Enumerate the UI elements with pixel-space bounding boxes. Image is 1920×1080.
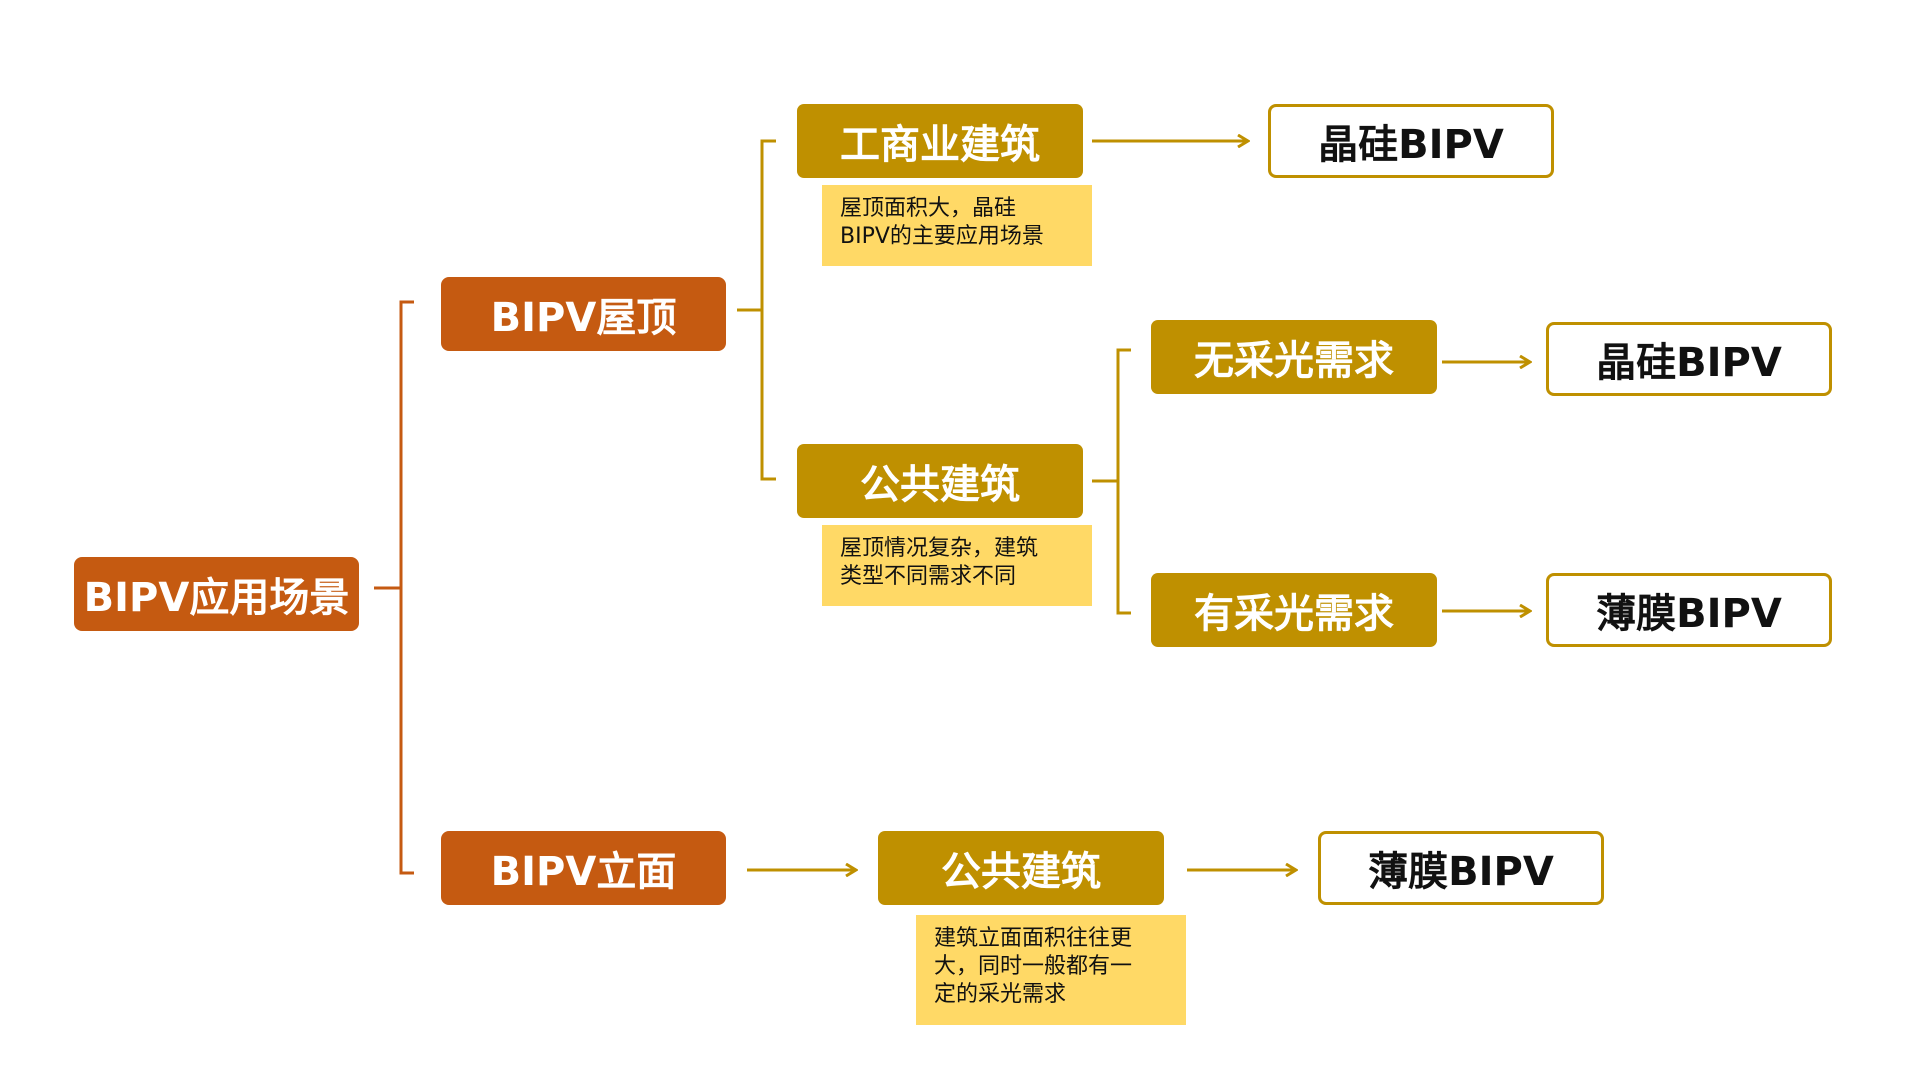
commercial-note-line-2: BIPV的主要应用场景 (840, 224, 1044, 249)
facade-note-line-2: 大，同时一般都有一 (934, 954, 1133, 979)
commercial-note: 屋顶面积大，晶硅 BIPV的主要应用场景 (822, 185, 1092, 266)
root-node: BIPV应用场景 (74, 557, 359, 631)
public-building-node: 公共建筑 (797, 444, 1083, 518)
result-thin-film-light: 薄膜BIPV (1546, 573, 1832, 647)
facade-note-line-1: 建筑立面面积往往更 (934, 926, 1133, 951)
result-crystalline-no-light: 晶硅BIPV (1546, 322, 1832, 396)
public-building-note: 屋顶情况复杂，建筑 类型不同需求不同 (822, 525, 1092, 606)
facade-note-line-3: 定的采光需求 (934, 982, 1067, 1007)
facade-node: BIPV立面 (441, 831, 726, 905)
lighting-need-node: 有采光需求 (1151, 573, 1437, 647)
result-thin-film-facade: 薄膜BIPV (1318, 831, 1604, 905)
public-building-note-line-2: 类型不同需求不同 (840, 564, 1017, 589)
commercial-building-node: 工商业建筑 (797, 104, 1083, 178)
root-bracket (374, 300, 414, 875)
public-bracket (1092, 348, 1131, 615)
facade-public-note: 建筑立面面积往往更 大，同时一般都有一 定的采光需求 (916, 915, 1186, 1025)
public-building-note-line-1: 屋顶情况复杂，建筑 (840, 536, 1039, 561)
commercial-note-line-1: 屋顶面积大，晶硅 (840, 196, 1017, 221)
facade-public-building-node: 公共建筑 (878, 831, 1164, 905)
rooftop-bracket (737, 139, 776, 481)
result-crystalline-commercial: 晶硅BIPV (1268, 104, 1554, 178)
no-lighting-need-node: 无采光需求 (1151, 320, 1437, 394)
rooftop-node: BIPV屋顶 (441, 277, 726, 351)
